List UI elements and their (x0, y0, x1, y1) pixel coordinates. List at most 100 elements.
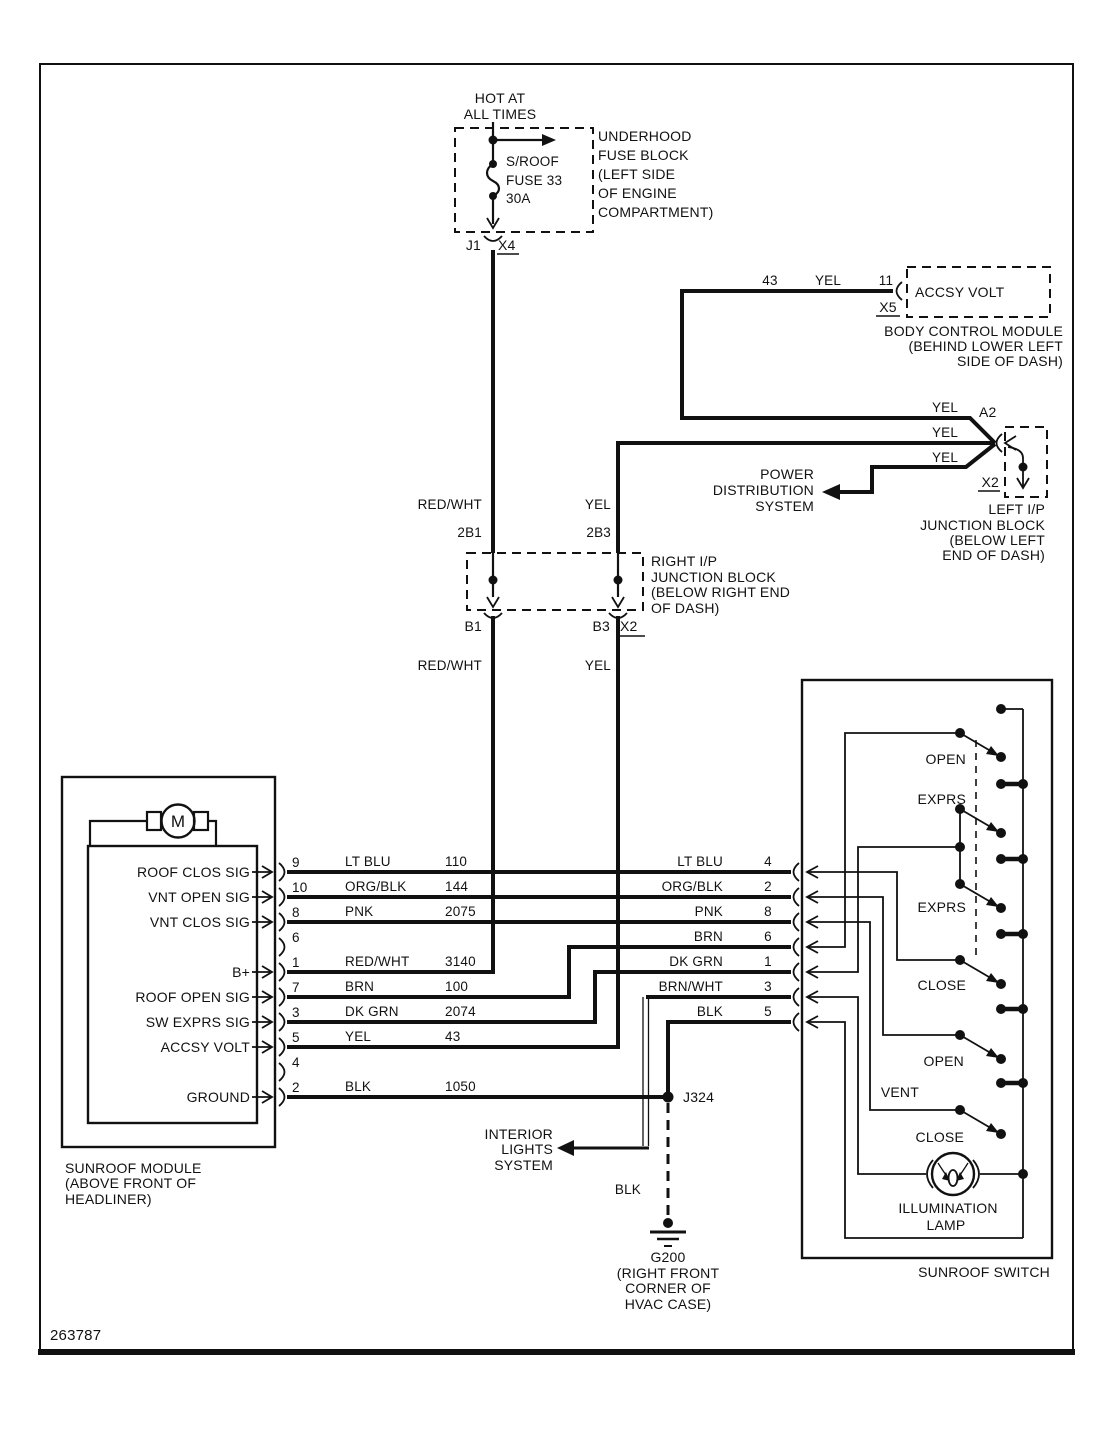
right-ip-dot-left (488, 575, 498, 585)
contact-dot (996, 979, 1006, 989)
power-dist-label-1: POWER (760, 466, 814, 482)
page-border (39, 63, 1074, 1351)
switch-internal-wiring (807, 708, 1024, 1239)
circuit-number: 2074 (445, 1004, 476, 1019)
left-ip-dot (1018, 462, 1028, 472)
wire-color: ORG/BLK (662, 879, 723, 894)
sunroof-module: M SUNROOF MODULE (ABOVE FRONT OF HEADLIN… (60, 775, 286, 1207)
right-ip-junction-block: RED/WHT YEL 2B1 2B3 B1 B3 X2 RIGHT I/P J… (418, 497, 790, 673)
right-wire-labels: LT BLU 4 ORG/BLK 2 PNK 8 BRN 6 DK GRN 1 … (659, 854, 772, 1019)
right-ip-name-4: OF DASH) (651, 600, 720, 616)
left-ip-internal-wire (1007, 446, 1024, 486)
contact-dot (996, 752, 1006, 762)
interior-lights-label-2: LIGHTS (501, 1141, 553, 1157)
yel-label-bot: YEL (932, 450, 958, 465)
ground-name-2: (RIGHT FRONT (617, 1265, 720, 1281)
yel-label-top: YEL (932, 400, 958, 415)
circuit-number: 100 (445, 979, 468, 994)
wire-color: PNK (695, 904, 723, 919)
sunroof-switch: SUNROOF SWITCH (792, 678, 1054, 1280)
connector-bracket-icon (895, 281, 903, 301)
left-ip-name-4: END OF DASH) (942, 547, 1045, 563)
left-ip-box (1004, 426, 1048, 498)
switch-arm (959, 1109, 990, 1128)
circuit-number: 2075 (445, 904, 476, 919)
pin-b1: B1 (464, 618, 482, 634)
splice-label: J324 (683, 1089, 714, 1105)
down-arrow-icon (486, 596, 500, 609)
pin-number: 3 (764, 979, 772, 994)
wire-color: DK GRN (669, 954, 723, 969)
contact-dot (1018, 1004, 1028, 1014)
arm-arrow-icon (986, 1123, 999, 1133)
contact-dot (1018, 779, 1028, 789)
wire-color: BRN (694, 929, 723, 944)
interior-lights-arrow-icon (557, 1140, 574, 1156)
wire-color: BLK (345, 1079, 371, 1094)
wire-color: LT BLU (345, 854, 391, 869)
module-pin-label: ROOF OPEN SIG (135, 989, 250, 1005)
redwht-label-above: RED/WHT (418, 497, 482, 512)
pin-number: 2 (292, 1080, 300, 1095)
module-name-1: SUNROOF MODULE (65, 1160, 202, 1176)
pin-number: 8 (764, 904, 772, 919)
right-ip-dot-right (613, 575, 623, 585)
left-ip-junction-block: YEL A2 YEL YEL X2 LEFT I/P JUNCTION BLOC… (616, 400, 1048, 563)
left-wire-labels: 9 LT BLU 110 10 ORG/BLK 144 8 PNK 2075 6… (292, 854, 476, 1095)
yel-wire-bcm (680, 289, 997, 445)
fuse-block-name-4: OF ENGINE (598, 185, 677, 201)
pin-a2: A2 (979, 404, 997, 420)
module-outer-box (60, 775, 277, 1149)
bcm-name-1: BODY CONTROL MODULE (884, 323, 1063, 339)
left-ip-name-1: LEFT I/P (988, 501, 1045, 517)
switch-name: SUNROOF SWITCH (918, 1264, 1050, 1280)
contact-dot (1018, 1078, 1028, 1088)
ground-circuit: J324 INTERIOR LIGHTS SYSTEM BLK G200 (RI… (485, 1089, 720, 1312)
pin-number: 9 (292, 855, 300, 870)
contact-dot (1018, 929, 1028, 939)
wire-color: RED/WHT (345, 954, 409, 969)
yel-wire-mid (616, 441, 995, 553)
fuse-block-name-3: (LEFT SIDE (598, 166, 675, 182)
pin-2b3: 2B3 (586, 525, 611, 540)
brn-wire (287, 945, 791, 999)
bcm-circuit-number: 43 (762, 273, 777, 288)
switch-arm (959, 1034, 990, 1053)
connector-x2-right-ip: X2 (620, 618, 638, 634)
module-connector-brackets (278, 862, 286, 1107)
fuse-block-name-5: COMPARTMENT) (598, 204, 713, 220)
switch-arm (959, 883, 990, 902)
down-arrow-icon (611, 596, 625, 609)
pin-number: 6 (292, 930, 300, 945)
switch-position-open-1: OPEN (926, 751, 966, 767)
contact-dot (955, 842, 965, 852)
pin-number: 3 (292, 1005, 300, 1020)
drawing-number: 263787 (50, 1327, 101, 1344)
right-ip-name-1: RIGHT I/P (651, 553, 717, 569)
connector-x4: X4 (498, 237, 516, 253)
circuit-number: 43 (445, 1029, 460, 1044)
circuit-number: 110 (445, 854, 467, 869)
wire-color: PNK (345, 904, 373, 919)
pin-2b1: 2B1 (457, 525, 482, 540)
switch-position-exprs-2: EXPRS (918, 899, 966, 915)
power-dist-label-3: SYSTEM (755, 498, 814, 514)
yel-wire-power-dist (838, 442, 997, 494)
module-inner-box (86, 844, 259, 1125)
motor-terminal-left (145, 810, 163, 832)
bcm-terminal-label: ACCSY VOLT (915, 284, 1005, 300)
yel-wire-lower (287, 616, 620, 1049)
contact-dot (996, 828, 1006, 838)
pin-number: 7 (292, 980, 300, 995)
ground-name-1: G200 (650, 1249, 685, 1265)
lamp-label-2: LAMP (927, 1217, 966, 1233)
down-arrow-icon (1016, 477, 1030, 490)
motor-lead-left (88, 819, 147, 845)
pin-number: 1 (292, 955, 300, 970)
pin-number: 4 (764, 854, 772, 869)
pin-number: 1 (764, 954, 772, 969)
pin-number: 4 (292, 1055, 300, 1070)
switch-position-vent: VENT (881, 1084, 919, 1100)
